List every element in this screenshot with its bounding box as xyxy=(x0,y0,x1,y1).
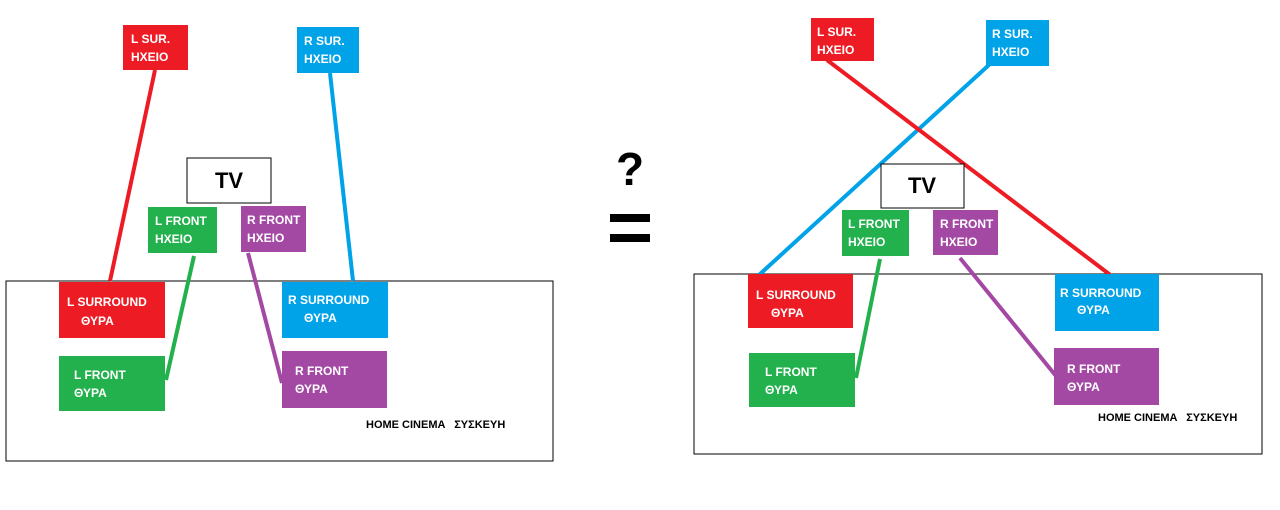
right-tv-label: TV xyxy=(908,173,936,198)
right-r-front-port-line2: ΘΥΡΑ xyxy=(1067,380,1100,394)
right-r-front-port-line1: R FRONT xyxy=(1067,362,1121,376)
left-tv: TV xyxy=(186,157,272,204)
right-l-front-port-line2: ΘΥΡΑ xyxy=(765,383,798,397)
left-tv-label: TV xyxy=(215,168,243,193)
left-l-surround-port-line1: L SURROUND xyxy=(67,295,147,309)
left-r-front-port: R FRONT ΘΥΡΑ xyxy=(282,351,387,408)
right-l-front-speaker: L FRONT ΗΧΕΙΟ xyxy=(842,210,909,256)
right-l-front-speaker-line1: L FRONT xyxy=(848,217,900,231)
left-l-surround-port-line2: ΘΥΡΑ xyxy=(81,314,114,328)
right-tv: TV xyxy=(880,163,965,209)
left-r-surround-port-line1: R SURROUND xyxy=(288,293,370,307)
left-r-sur-speaker-line2: ΗΧΕΙΟ xyxy=(304,52,341,66)
right-l-sur-speaker-line2: ΗΧΕΙΟ xyxy=(817,43,854,57)
right-r-sur-speaker-line2: ΗΧΕΙΟ xyxy=(992,45,1029,59)
right-l-front-port-line1: L FRONT xyxy=(765,365,817,379)
left-home-cinema-device xyxy=(5,280,554,462)
right-r-front-speaker: R FRONT ΗΧΕΙΟ xyxy=(933,210,998,255)
right-l-sur-speaker-line1: L SUR. xyxy=(817,25,856,39)
left-wire-r-front xyxy=(246,252,284,384)
right-l-surround-port-line2: ΘΥΡΑ xyxy=(771,306,804,320)
left-r-front-speaker-line1: R FRONT xyxy=(247,213,301,227)
left-l-front-port: L FRONT ΘΥΡΑ xyxy=(59,356,165,411)
left-l-sur-speaker-line1: L SUR. xyxy=(131,32,170,46)
right-wire-r-front xyxy=(958,256,1058,378)
left-r-surround-port-line2: ΘΥΡΑ xyxy=(304,311,337,325)
right-l-surround-port: L SURROUND ΘΥΡΑ xyxy=(748,274,853,328)
left-l-front-speaker: L FRONT ΗΧΕΙΟ xyxy=(148,207,217,253)
left-l-front-port-line2: ΘΥΡΑ xyxy=(74,386,107,400)
right-l-front-port: L FRONT ΘΥΡΑ xyxy=(749,353,855,407)
left-r-surround-port: R SURROUND ΘΥΡΑ xyxy=(282,282,388,338)
left-r-front-port-line2: ΘΥΡΑ xyxy=(295,382,328,396)
right-wire-r-surround xyxy=(757,41,1015,277)
left-l-front-speaker-line2: ΗΧΕΙΟ xyxy=(155,232,192,246)
left-wire-l-surround xyxy=(108,69,157,282)
right-r-front-speaker-line2: ΗΧΕΙΟ xyxy=(940,235,977,249)
right-r-sur-speaker: R SUR. ΗΧΕΙΟ xyxy=(986,20,1049,66)
right-l-surround-port-line1: L SURROUND xyxy=(756,288,836,302)
left-wire-l-front xyxy=(164,255,196,381)
equals-sign-bottom xyxy=(610,234,650,242)
right-l-sur-speaker: L SUR. ΗΧΕΙΟ xyxy=(811,18,874,61)
left-l-front-port-line1: L FRONT xyxy=(74,368,126,382)
left-diagram: L SUR. ΗΧΕΙΟ R SUR. ΗΧΕΙΟ TV L FRONT ΗΧΕ… xyxy=(5,25,554,462)
right-wire-l-surround xyxy=(825,58,1115,279)
left-r-front-speaker: R FRONT ΗΧΕΙΟ xyxy=(241,206,306,252)
left-l-sur-speaker-line2: ΗΧΕΙΟ xyxy=(131,50,168,64)
right-home-cinema-device xyxy=(693,273,1263,455)
right-wire-l-front xyxy=(854,258,882,379)
comparison-symbols: ? xyxy=(610,143,650,242)
right-device-label: HOME CINEMA ΣΥΣΚΕΥΗ xyxy=(1098,412,1237,424)
left-l-sur-speaker: L SUR. ΗΧΕΙΟ xyxy=(123,25,188,70)
left-wire-r-surround xyxy=(328,72,355,282)
right-r-surround-port: R SURROUND ΘΥΡΑ xyxy=(1055,274,1159,331)
right-l-front-speaker-line2: ΗΧΕΙΟ xyxy=(848,235,885,249)
right-r-surround-port-line2: ΘΥΡΑ xyxy=(1077,303,1110,317)
left-l-front-speaker-line1: L FRONT xyxy=(155,214,207,228)
left-r-front-port-line1: R FRONT xyxy=(295,364,349,378)
left-r-front-speaker-line2: ΗΧΕΙΟ xyxy=(247,231,284,245)
left-l-surround-port: L SURROUND ΘΥΡΑ xyxy=(59,282,165,338)
right-r-surround-port-line1: R SURROUND xyxy=(1060,286,1142,300)
left-device-label: HOME CINEMA ΣΥΣΚΕΥΗ xyxy=(366,419,505,431)
right-r-front-speaker-line1: R FRONT xyxy=(940,217,994,231)
question-mark: ? xyxy=(616,143,644,195)
equals-sign-top xyxy=(610,214,650,222)
left-r-sur-speaker-line1: R SUR. xyxy=(304,34,345,48)
right-diagram: L SUR. ΗΧΕΙΟ R SUR. ΗΧΕΙΟ TV L FRONT ΗΧΕ… xyxy=(693,18,1263,455)
left-r-sur-speaker: R SUR. ΗΧΕΙΟ xyxy=(297,27,359,73)
right-r-front-port: R FRONT ΘΥΡΑ xyxy=(1054,348,1159,405)
right-r-sur-speaker-line1: R SUR. xyxy=(992,27,1033,41)
